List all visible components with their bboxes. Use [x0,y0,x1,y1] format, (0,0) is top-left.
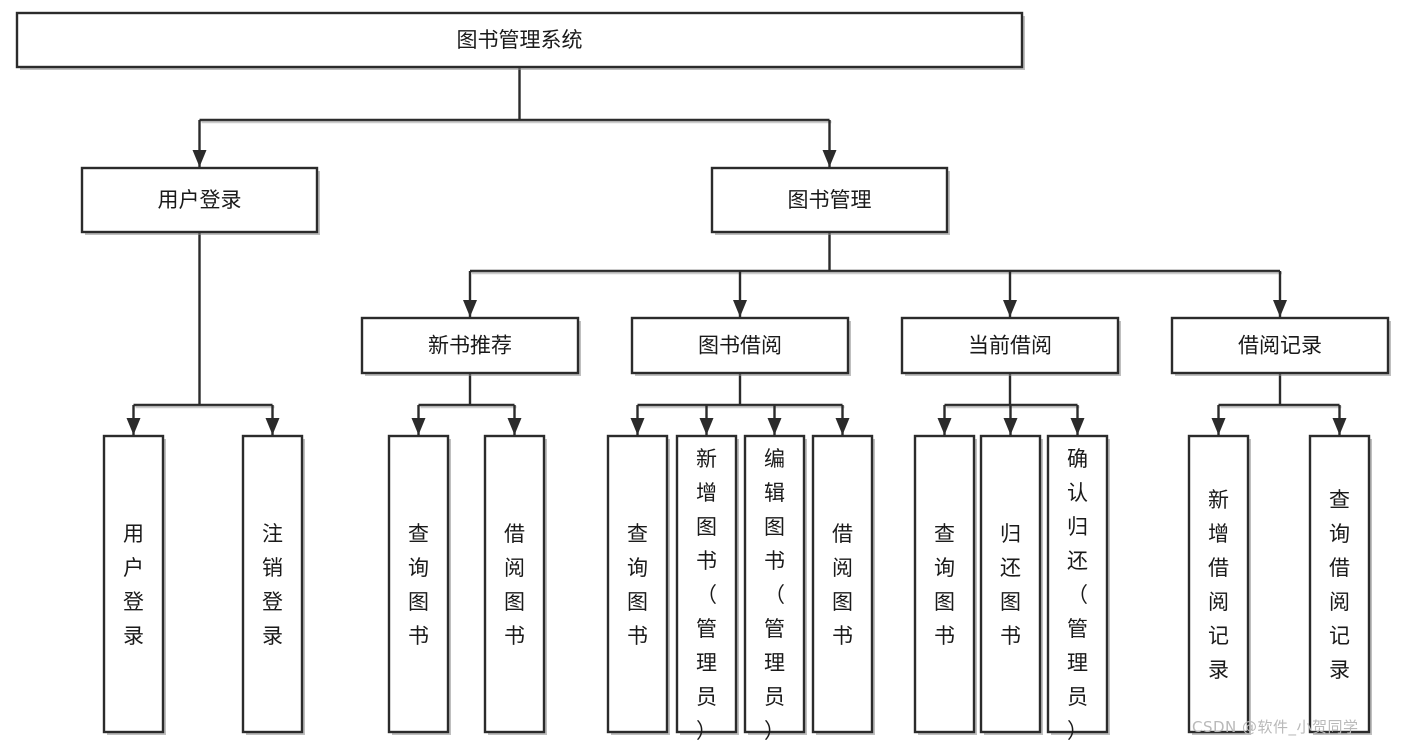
node-label: 图书管理 [788,188,872,212]
node-root[interactable]: 图书管理系统 [15,11,1025,70]
leaf-record-2[interactable]: 查询借阅记录 [1308,434,1372,735]
node-label: 查询借阅记录 [1329,488,1350,682]
node-label: 确认归还（管理员） [1067,447,1088,743]
node-label: 查询图书 [934,522,955,648]
leaf-borrow-4[interactable]: 借阅图书 [811,434,875,735]
leaf-current-2[interactable]: 归还图书 [979,434,1043,735]
node-user-login[interactable]: 用户登录 [80,166,320,235]
leaf-new-book-1[interactable]: 查询图书 [387,434,451,735]
leaf-new-book-2[interactable]: 借阅图书 [483,434,547,735]
node-new-book-recommend[interactable]: 新书推荐 [360,316,581,376]
node-borrow-records[interactable]: 借阅记录 [1170,316,1391,376]
node-label: 编辑图书（管理员） [764,447,785,743]
leaf-user-login-2[interactable]: 注销登录 [241,434,305,735]
node-label: 借阅图书 [504,522,525,648]
node-label: 新增图书（管理员） [696,447,717,743]
node-label: 图书管理系统 [457,28,583,52]
leaf-borrow-2[interactable]: 新增图书（管理员） [675,434,739,743]
node-label: 借阅图书 [832,522,853,648]
node-layer: 图书管理系统用户登录图书管理新书推荐图书借阅当前借阅借阅记录用户登录注销登录查询… [15,11,1391,743]
leaf-record-1[interactable]: 新增借阅记录 [1187,434,1251,735]
node-label: 注销登录 [262,522,283,648]
node-label: 借阅记录 [1238,334,1322,358]
node-label: 查询图书 [408,522,429,648]
node-label: 新书推荐 [428,334,512,358]
leaf-user-login-1[interactable]: 用户登录 [102,434,166,735]
leaf-borrow-3[interactable]: 编辑图书（管理员） [743,434,807,743]
node-label: 图书借阅 [698,334,782,358]
node-book-borrow[interactable]: 图书借阅 [630,316,851,376]
node-label: 用户登录 [158,188,242,212]
node-label: 当前借阅 [968,334,1052,358]
node-current-borrow[interactable]: 当前借阅 [900,316,1121,376]
leaf-current-3[interactable]: 确认归还（管理员） [1046,434,1110,743]
node-book-management[interactable]: 图书管理 [710,166,950,235]
node-label: 新增借阅记录 [1208,488,1229,682]
node-label: 用户登录 [123,522,144,648]
node-label: 归还图书 [1000,522,1021,648]
leaf-current-1[interactable]: 查询图书 [913,434,977,735]
connector-layer [126,67,1347,435]
node-label: 查询图书 [627,522,648,648]
leaf-borrow-1[interactable]: 查询图书 [606,434,670,735]
